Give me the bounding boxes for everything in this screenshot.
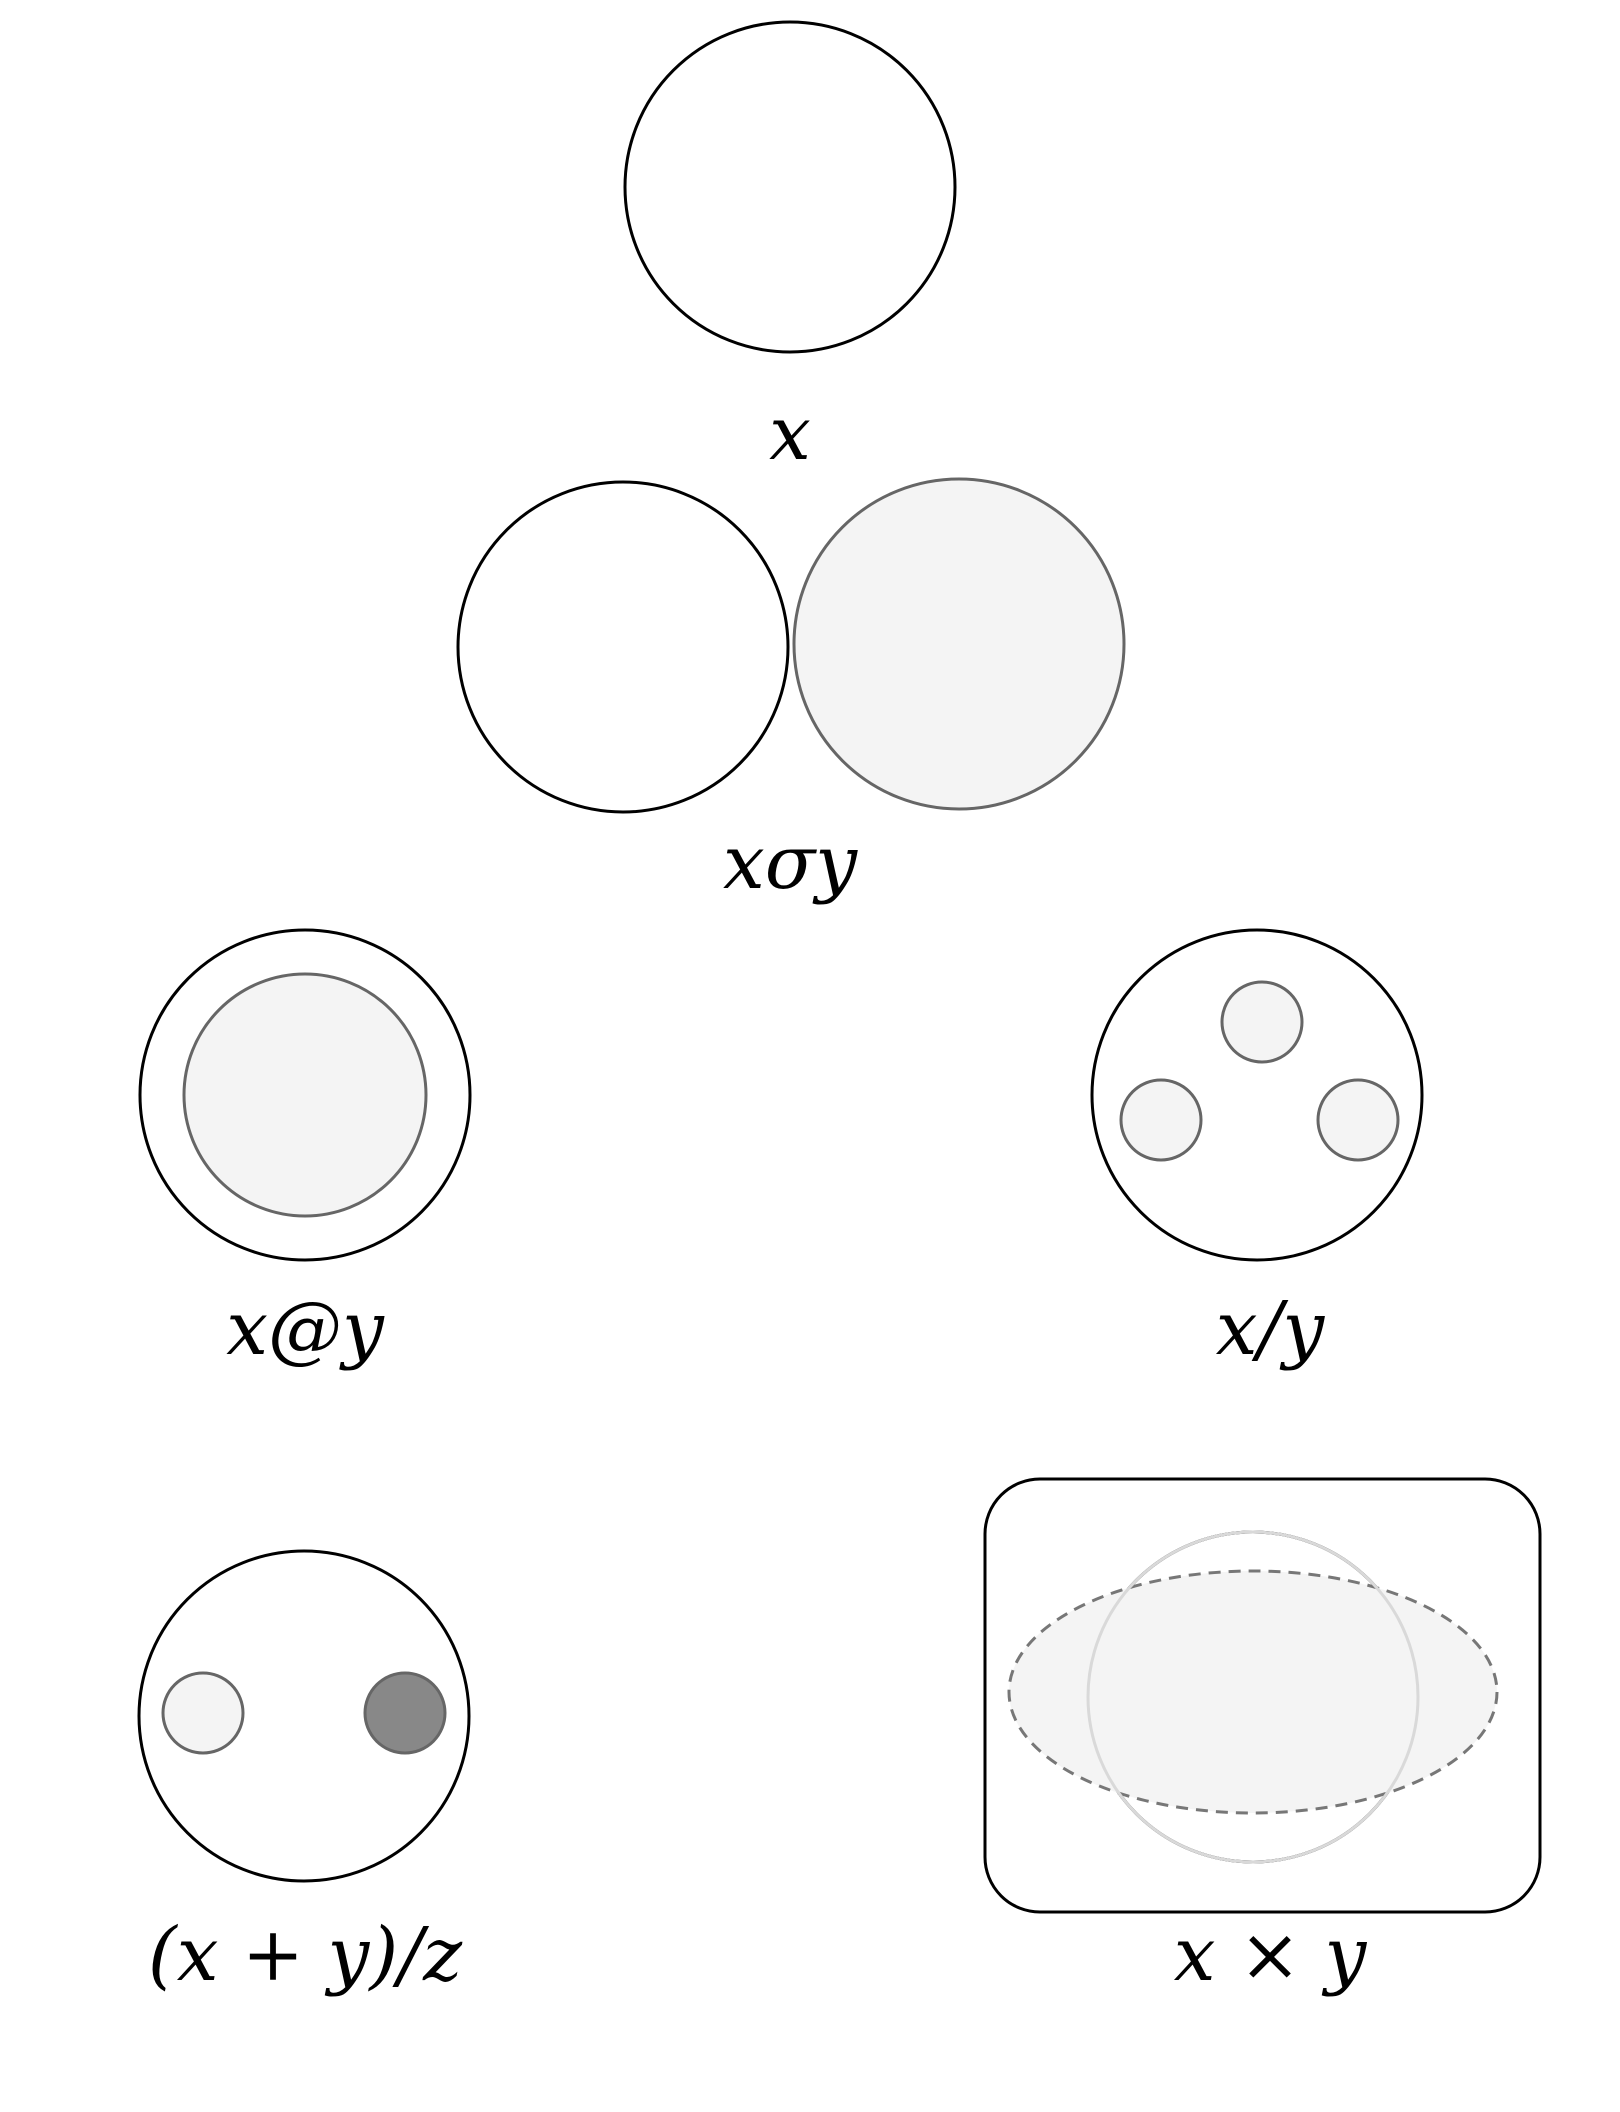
label-x-at-y: x@y <box>226 1286 384 1372</box>
sigma-right-circle <box>792 477 1126 811</box>
times-ellipse <box>1007 1569 1499 1815</box>
sigma-left-circle <box>456 480 790 814</box>
sumdiv-light-dot <box>161 1671 245 1755</box>
sumdiv-outer-circle <box>137 1549 471 1883</box>
label-x-slash-y: x/y <box>1215 1286 1325 1372</box>
slash-right-dot <box>1316 1078 1400 1162</box>
times-frame <box>983 1477 1542 1914</box>
label-x-times-y: x × y <box>1173 1912 1367 1998</box>
sumdiv-dark-dot <box>363 1671 447 1755</box>
x-circle <box>623 20 957 354</box>
label-x-sigma-y: xσy <box>722 820 858 906</box>
label-sum-div-z: (x + y)/z <box>147 1912 463 1998</box>
slash-left-dot <box>1119 1078 1203 1162</box>
label-x: x <box>769 391 811 477</box>
at-outer-circle <box>138 928 472 1262</box>
times-faint-circle <box>1086 1530 1420 1864</box>
slash-outer-circle <box>1090 928 1424 1262</box>
slash-top-dot <box>1220 980 1304 1064</box>
at-inner-circle <box>182 972 428 1218</box>
